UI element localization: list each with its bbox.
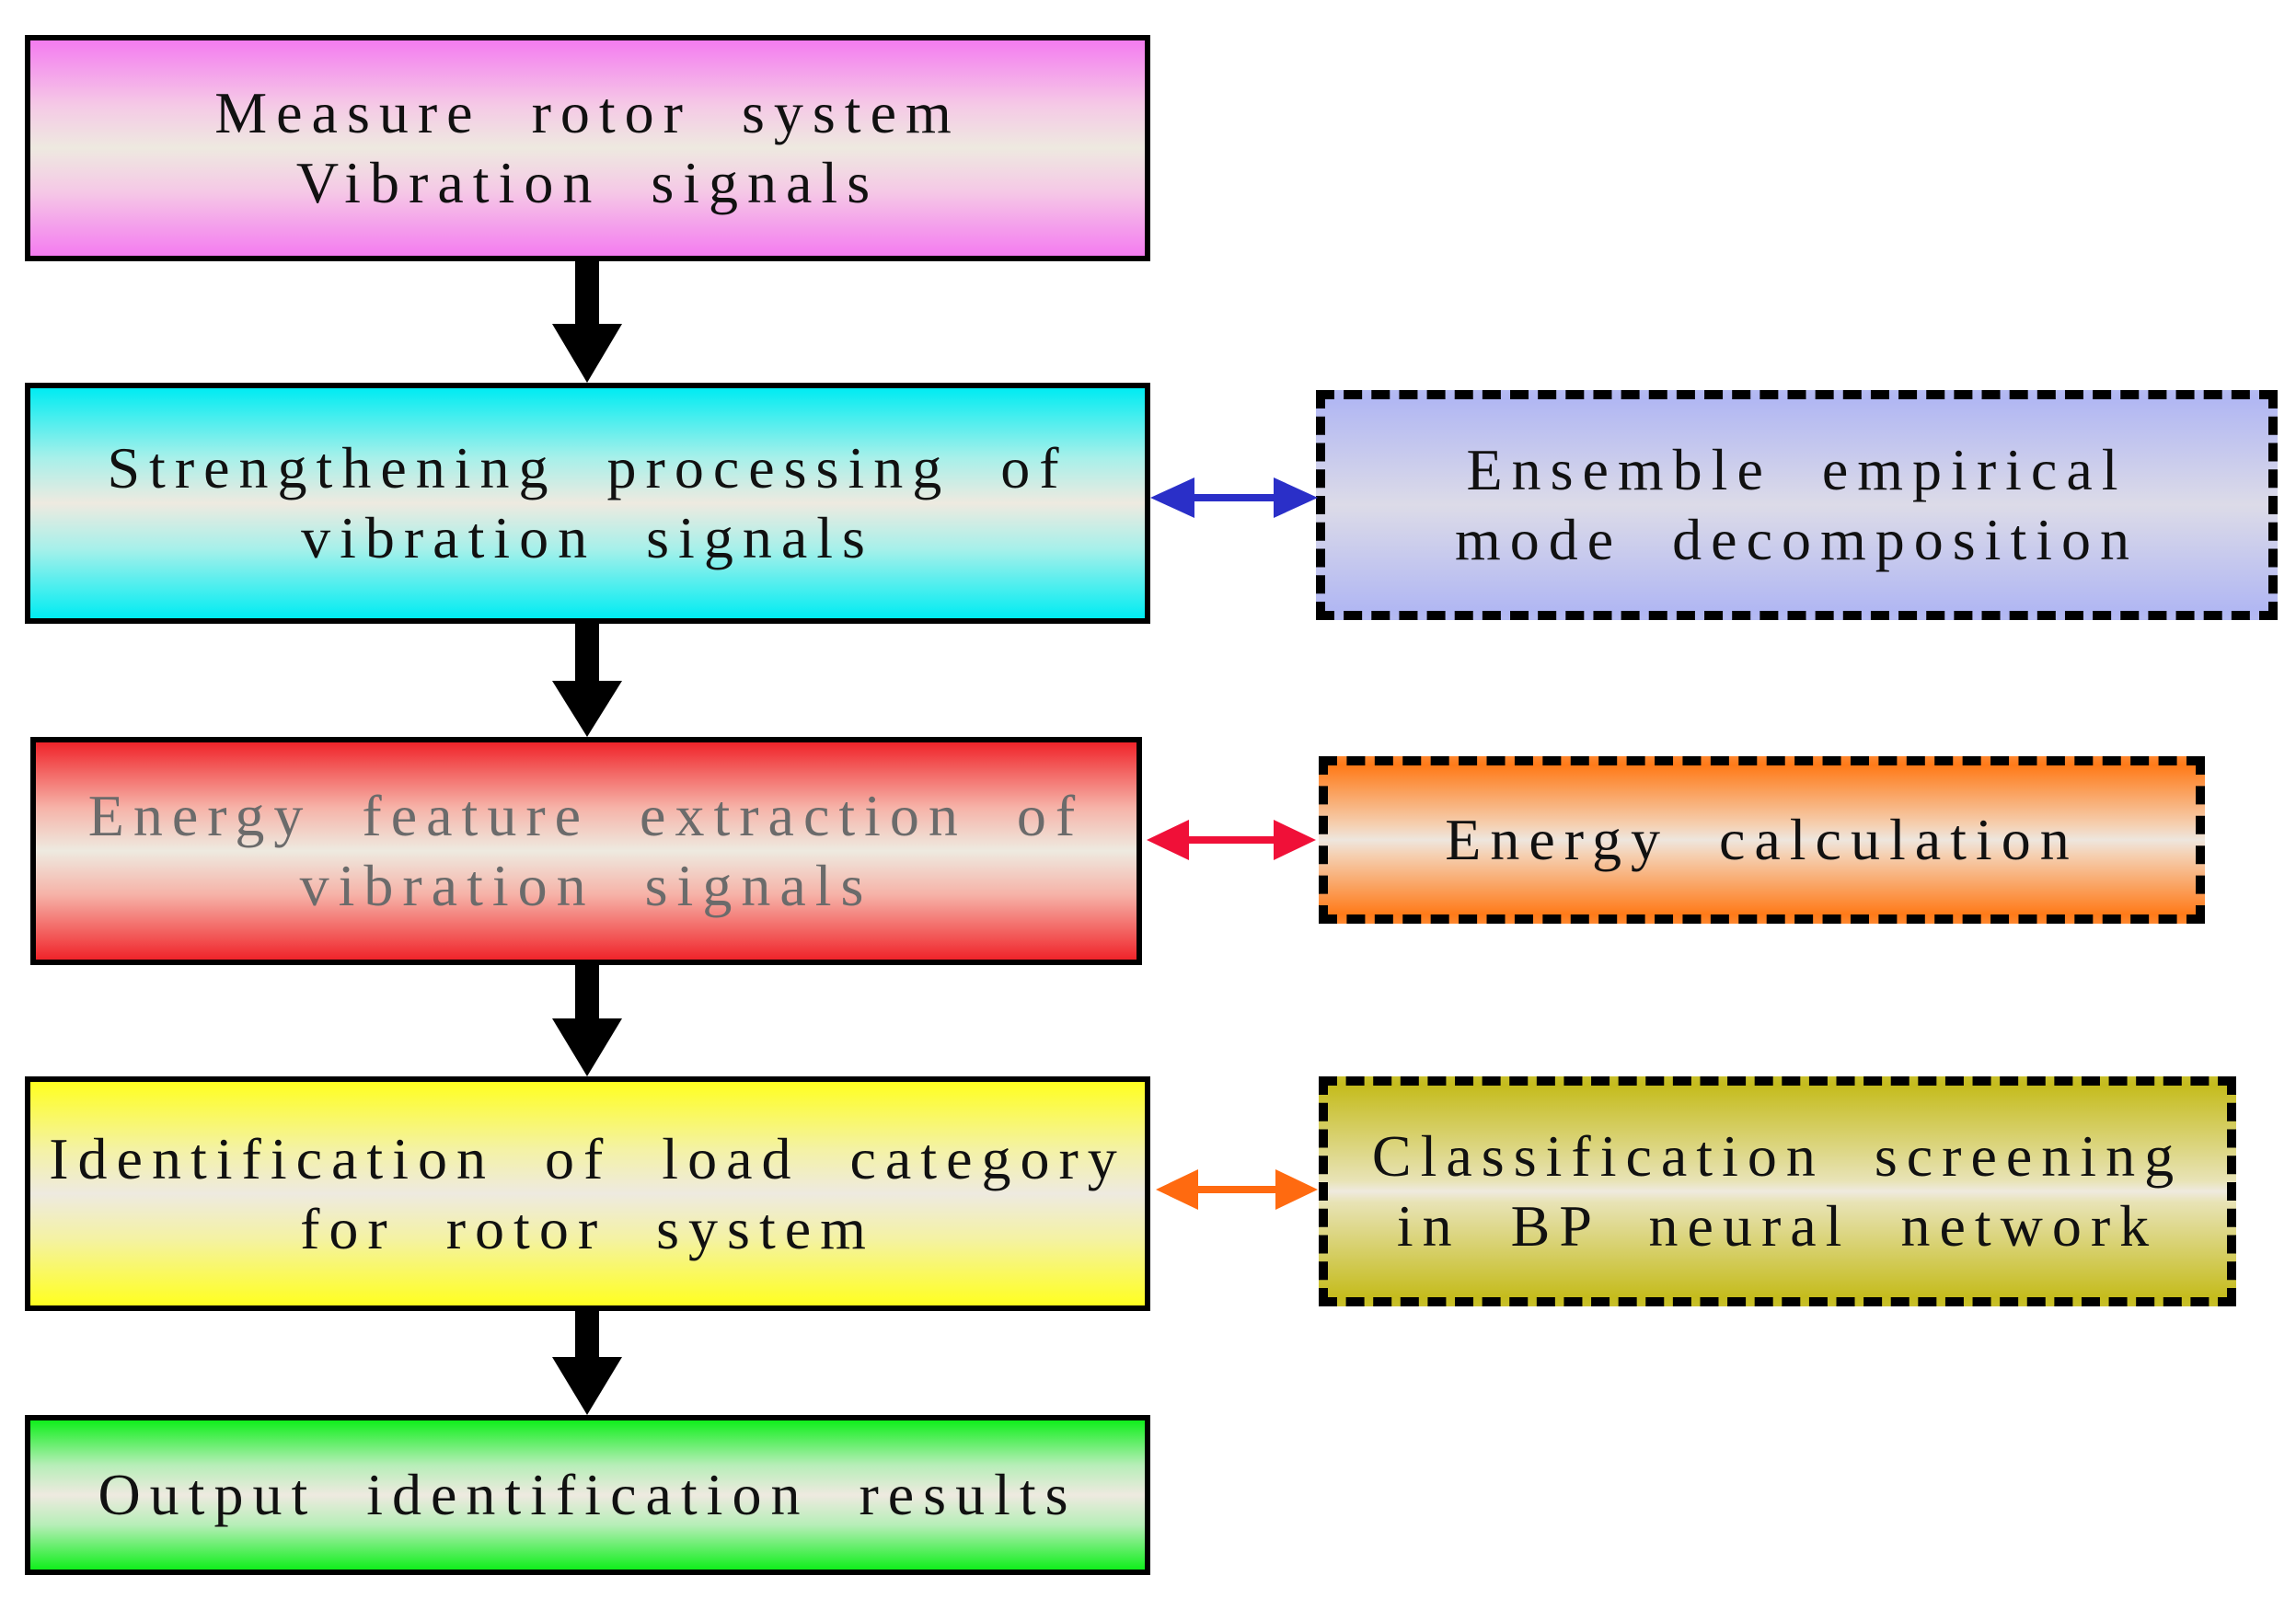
flow-arrow-4-5 <box>552 1311 622 1415</box>
step-strengthening-processing: Strengthening processing of vibration si… <box>25 383 1150 624</box>
method-bp-line2: in BP neural network <box>1396 1193 2159 1259</box>
step-strengthening-line2: vibration signals <box>301 505 874 570</box>
method-bp-classification: Classification screening in BP neural ne… <box>1319 1076 2236 1306</box>
step-energy-feature-extraction: Energy feature extraction of vibration s… <box>30 737 1142 965</box>
step-measure-signals: Measure rotor system Vibration signals <box>25 35 1150 261</box>
link-arrow-bp <box>1156 1169 1318 1210</box>
flow-arrow-1-2 <box>552 261 622 383</box>
step-identification-line1: Identification of load category <box>49 1125 1126 1191</box>
method-eemd: Ensemble empirical mode decomposition <box>1316 390 2278 620</box>
flow-arrow-3-4 <box>552 965 622 1076</box>
step-energy-line1: Energy feature extraction of <box>87 783 1085 848</box>
method-eemd-line2: mode decomposition <box>1454 507 2140 572</box>
method-energy-calculation: Energy calculation <box>1319 756 2205 924</box>
flow-arrow-2-3 <box>552 624 622 737</box>
step-output-line1: Output identification results <box>98 1462 1078 1527</box>
step-output-results: Output identification results <box>25 1415 1150 1575</box>
link-arrow-eemd <box>1150 477 1318 518</box>
method-bp-line1: Classification screening <box>1371 1123 2184 1189</box>
method-eemd-line1: Ensemble empirical <box>1466 437 2128 502</box>
step-strengthening-line1: Strengthening processing of <box>107 435 1068 500</box>
step-identification-line2: for rotor system <box>300 1195 875 1261</box>
link-arrow-energy <box>1147 820 1316 860</box>
step-measure-line1: Measure rotor system <box>214 80 961 145</box>
method-energy-line1: Energy calculation <box>1445 807 2079 872</box>
step-measure-line2: Vibration signals <box>295 150 880 215</box>
step-energy-line2: vibration signals <box>299 853 873 918</box>
step-load-identification: Identification of load category for roto… <box>25 1076 1150 1311</box>
